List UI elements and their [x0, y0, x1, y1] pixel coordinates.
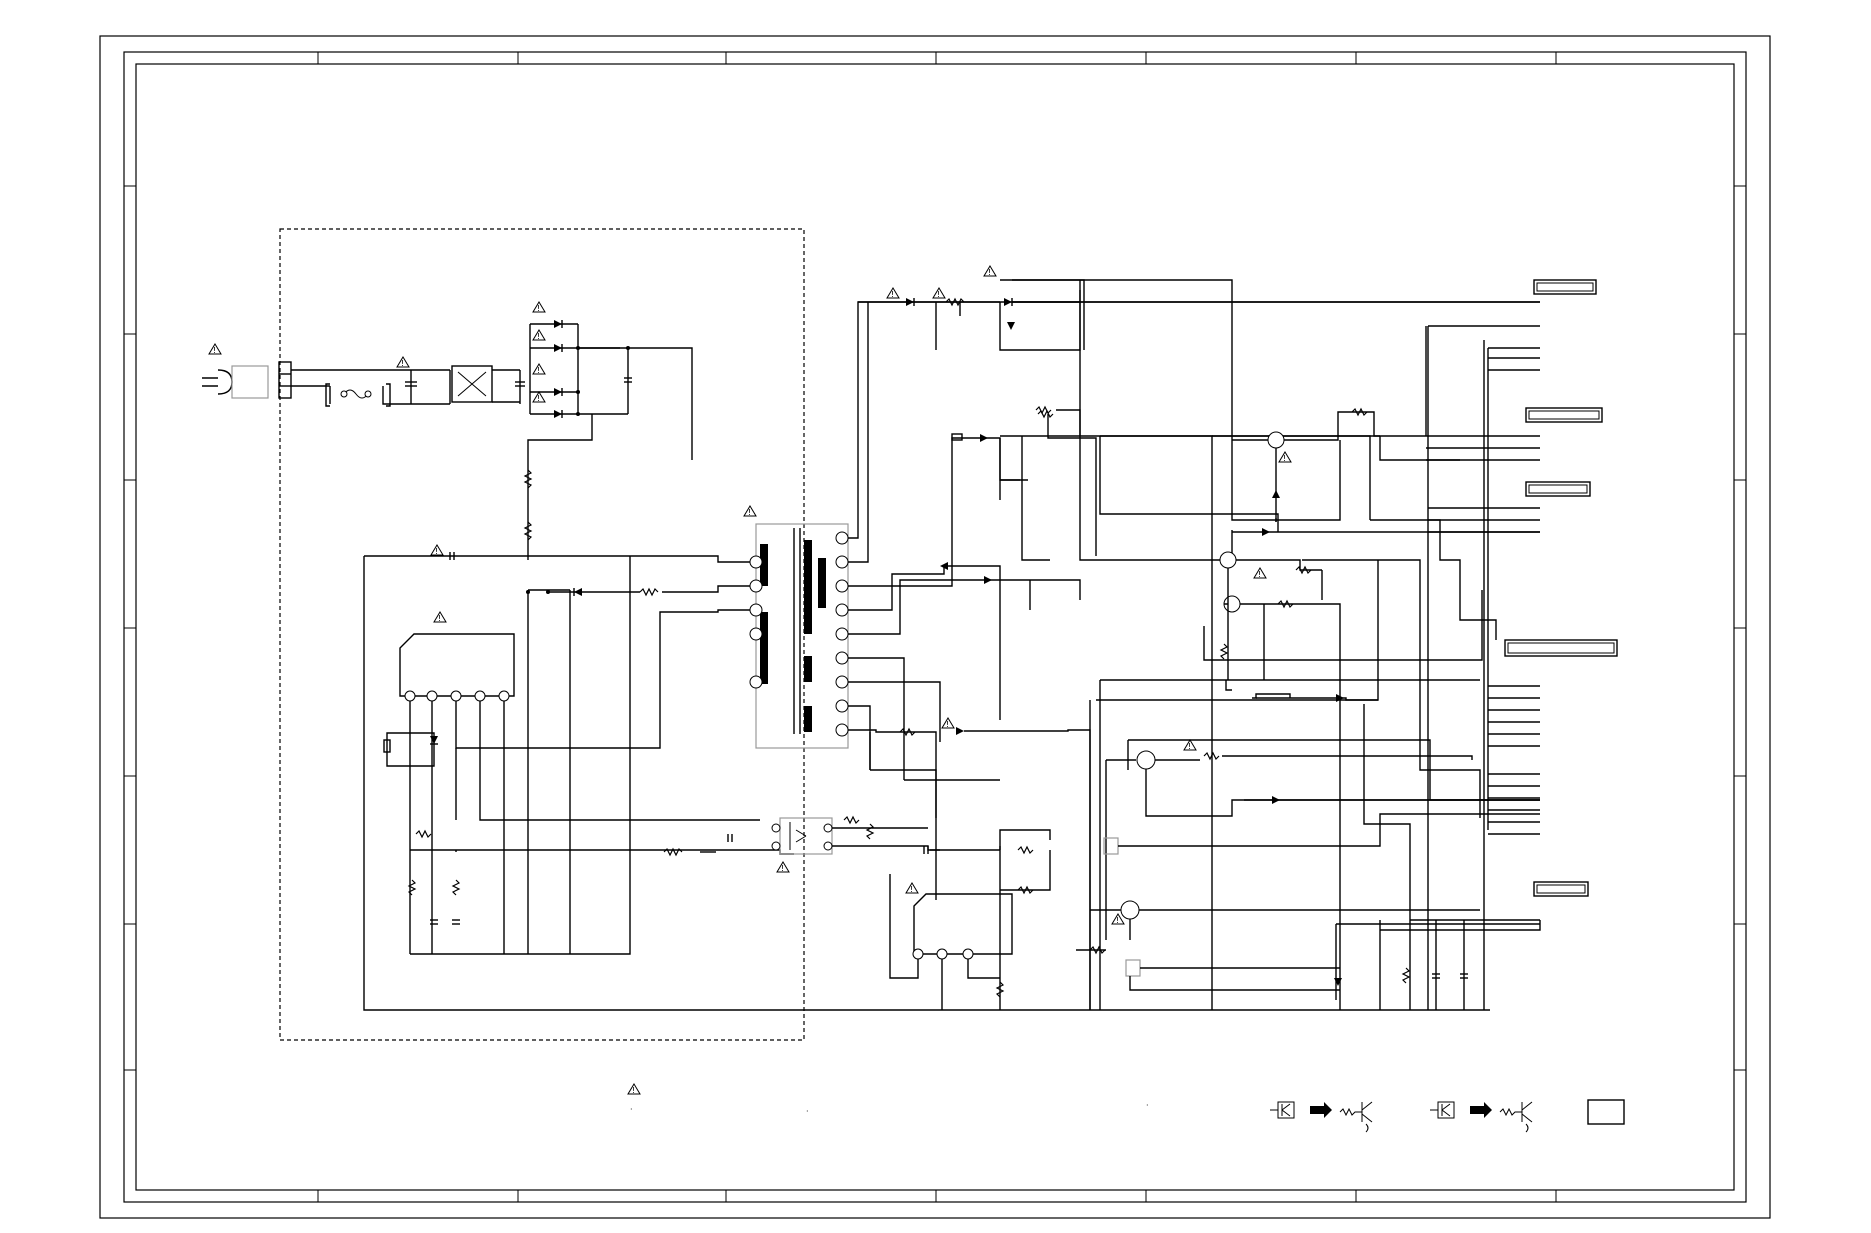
secondary-regulator-ic — [889, 829, 1051, 1010]
warning-triangle-icon: ! — [776, 861, 790, 873]
regulator-section — [1000, 405, 1540, 1010]
svg-text:!: ! — [632, 1086, 635, 1095]
warning-triangle-icon: ! — [1111, 913, 1125, 925]
connector-5 — [1533, 881, 1589, 897]
line-input-section — [291, 365, 525, 407]
note-mark: · — [630, 1105, 633, 1114]
svg-text:!: ! — [988, 268, 991, 277]
warning-triangle-icon: ! — [532, 363, 546, 375]
transistor-block-icon — [1270, 1101, 1295, 1119]
svg-text:!: ! — [537, 366, 540, 375]
warning-triangle-icon: ! — [1183, 739, 1197, 751]
note-marks: · · · — [630, 1101, 1149, 1116]
svg-text:!: ! — [910, 885, 913, 894]
right-arrow-icon — [1310, 1102, 1332, 1118]
output-connectors — [1504, 279, 1618, 897]
svg-text:!: ! — [537, 394, 540, 403]
lower-regulator — [1076, 900, 1541, 1010]
primary-control-ic — [363, 552, 1490, 1011]
warning-triangle-icon: ! — [932, 287, 946, 299]
svg-text:!: ! — [213, 346, 216, 355]
warning-triangle-icon: ! — [532, 301, 546, 313]
connector-1 — [1533, 279, 1597, 295]
warning-triangle-icon: ! — [886, 287, 900, 299]
optocoupler — [771, 815, 940, 855]
right-arrow-icon — [1470, 1102, 1492, 1118]
warning-triangle-icon: ! — [983, 265, 997, 277]
warning-triangle-icon: ! — [532, 391, 546, 403]
svg-text:!: ! — [438, 614, 441, 623]
warning-triangle-icon: ! — [941, 717, 955, 729]
svg-text:!: ! — [891, 290, 894, 299]
legend-box — [1587, 1099, 1625, 1125]
warning-triangle-icon: ! — [743, 505, 757, 517]
warning-triangle-icon: ! — [208, 343, 222, 355]
svg-text:!: ! — [1116, 916, 1119, 925]
warning-triangle-icon: ! — [1253, 567, 1267, 579]
warning-triangle-icon: ! — [627, 1083, 641, 1095]
ac-plug-icon — [202, 361, 292, 399]
svg-text:!: ! — [1283, 454, 1286, 463]
svg-text:!: ! — [748, 508, 751, 517]
transistor-resistor-icon — [1499, 1101, 1533, 1133]
svg-text:!: ! — [1188, 742, 1191, 751]
secondary-rectifiers — [848, 279, 1540, 1010]
svg-text:!: ! — [401, 359, 404, 368]
svg-text:!: ! — [435, 547, 438, 556]
warning-triangle-icon: ! — [433, 611, 447, 623]
note-mark: · — [1146, 1101, 1149, 1110]
primary-side-boundary — [279, 228, 805, 1041]
svg-text:!: ! — [537, 332, 540, 341]
main-transformer — [749, 523, 849, 749]
warning-triangle-icon: ! — [905, 882, 919, 894]
warning-triangle-icon: ! — [532, 329, 546, 341]
warning-triangle-icon: ! — [396, 356, 410, 368]
symbol-legend — [1270, 1099, 1625, 1133]
svg-text:!: ! — [537, 304, 540, 313]
note-mark: · — [806, 1107, 809, 1116]
svg-text:!: ! — [1258, 570, 1261, 579]
warning-triangle-icon: ! — [1278, 451, 1292, 463]
connector-3 — [1525, 481, 1591, 497]
drawing-frame — [99, 35, 1771, 1219]
transistor-resistor-icon — [1339, 1101, 1373, 1133]
connector-2 — [1525, 407, 1603, 423]
warning-markers: ! ! ! ! ! ! ! ! ! ! ! ! ! ! ! ! ! ! ! ! — [208, 265, 1292, 1095]
svg-text:!: ! — [946, 720, 949, 729]
svg-text:!: ! — [781, 864, 784, 873]
output-bus — [1012, 301, 1540, 1010]
connector-4 — [1504, 639, 1618, 657]
transistor-block-icon — [1430, 1101, 1455, 1119]
bridge-rectifier — [523, 320, 693, 560]
svg-text:!: ! — [937, 290, 940, 299]
warning-triangle-icon: ! — [430, 544, 444, 556]
